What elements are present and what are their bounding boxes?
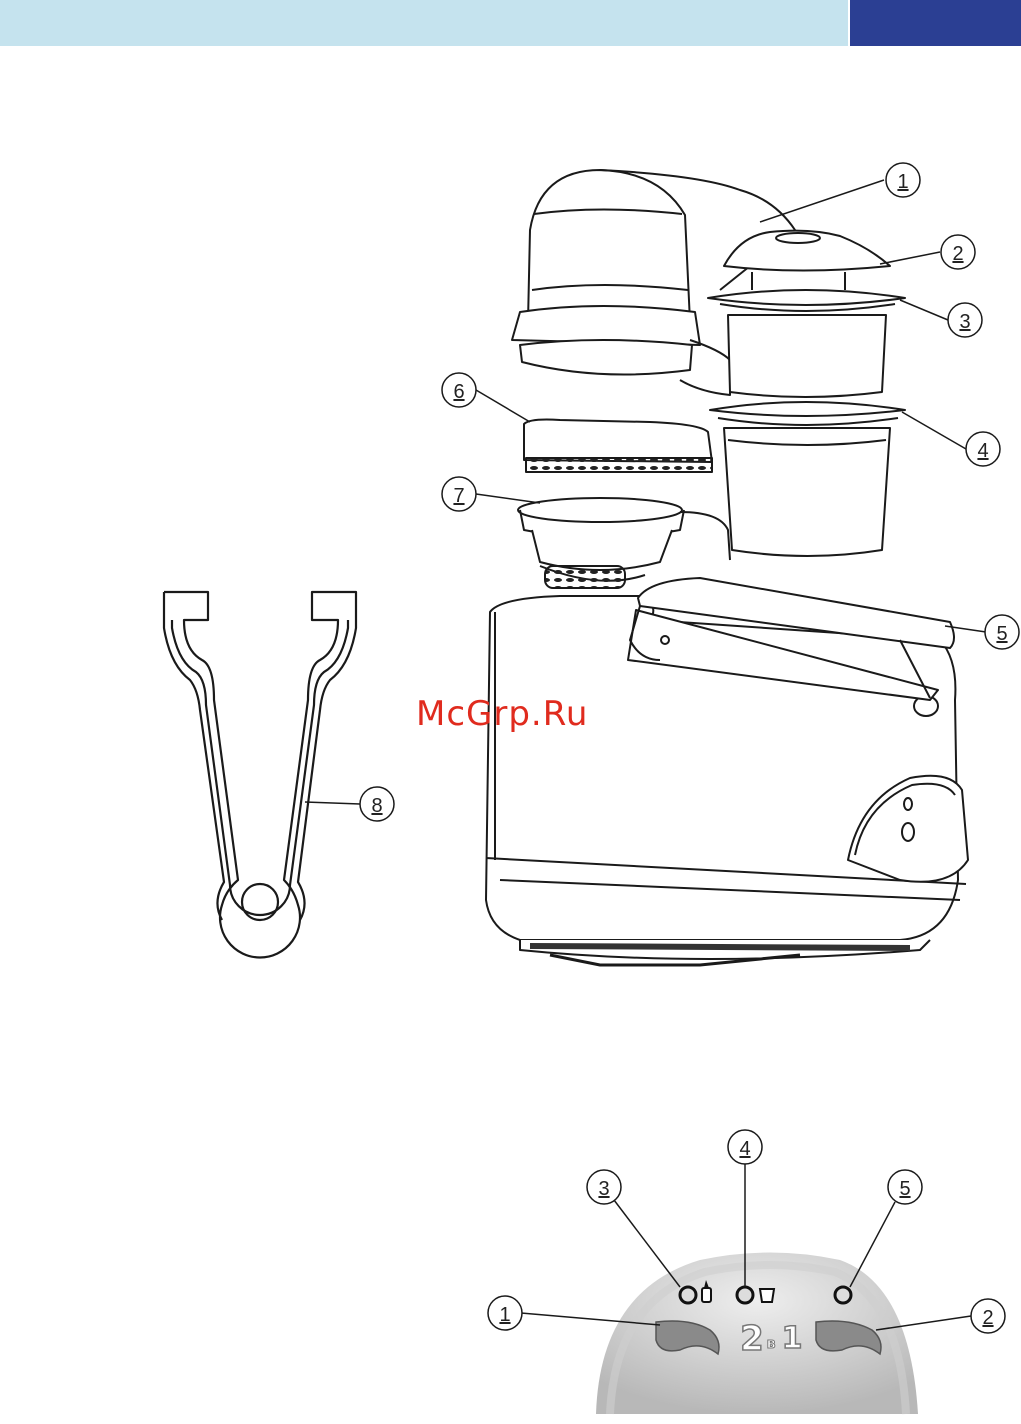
callout-4: 4 bbox=[966, 432, 1000, 466]
callout-1: 1 bbox=[886, 163, 920, 197]
callout-5: 5 bbox=[985, 615, 1019, 649]
panel-callout-3: 3 bbox=[587, 1170, 621, 1204]
svg-text:2: 2 bbox=[982, 1307, 993, 1329]
callout-3: 3 bbox=[948, 303, 982, 337]
svg-text:1: 1 bbox=[897, 171, 908, 193]
panel-callout-5: 5 bbox=[888, 1170, 922, 1204]
svg-text:1: 1 bbox=[499, 1304, 510, 1326]
filter-disc bbox=[524, 420, 712, 473]
callout-7: 7 bbox=[442, 477, 476, 511]
lower-basket bbox=[710, 402, 905, 556]
logo-2: 2 bbox=[740, 1319, 764, 1359]
lid bbox=[724, 231, 890, 290]
svg-text:5: 5 bbox=[899, 1178, 910, 1200]
svg-text:5: 5 bbox=[996, 623, 1007, 645]
panel-callout-2: 2 bbox=[971, 1299, 1005, 1333]
svg-text:4: 4 bbox=[739, 1138, 750, 1160]
indicator-light-5 bbox=[835, 1287, 851, 1303]
svg-text:2: 2 bbox=[952, 243, 963, 265]
control-panel: 2 в 1 bbox=[596, 1253, 918, 1415]
upper-basket bbox=[708, 290, 905, 397]
tool bbox=[164, 592, 356, 957]
panel-callout-4: 4 bbox=[728, 1130, 762, 1164]
logo-v: в bbox=[767, 1336, 776, 1352]
svg-text:7: 7 bbox=[453, 485, 464, 507]
svg-text:6: 6 bbox=[453, 381, 464, 403]
svg-text:4: 4 bbox=[977, 440, 988, 462]
svg-text:3: 3 bbox=[959, 311, 970, 333]
callout-2: 2 bbox=[941, 235, 975, 269]
panel-callout-1: 1 bbox=[488, 1296, 522, 1330]
svg-text:8: 8 bbox=[371, 795, 382, 817]
callout-8: 8 bbox=[360, 787, 394, 821]
svg-text:3: 3 bbox=[598, 1178, 609, 1200]
callout-6: 6 bbox=[442, 373, 476, 407]
logo-1: 1 bbox=[782, 1321, 803, 1356]
watermark: McGrp.Ru bbox=[416, 694, 588, 734]
filter-holder bbox=[518, 498, 730, 588]
